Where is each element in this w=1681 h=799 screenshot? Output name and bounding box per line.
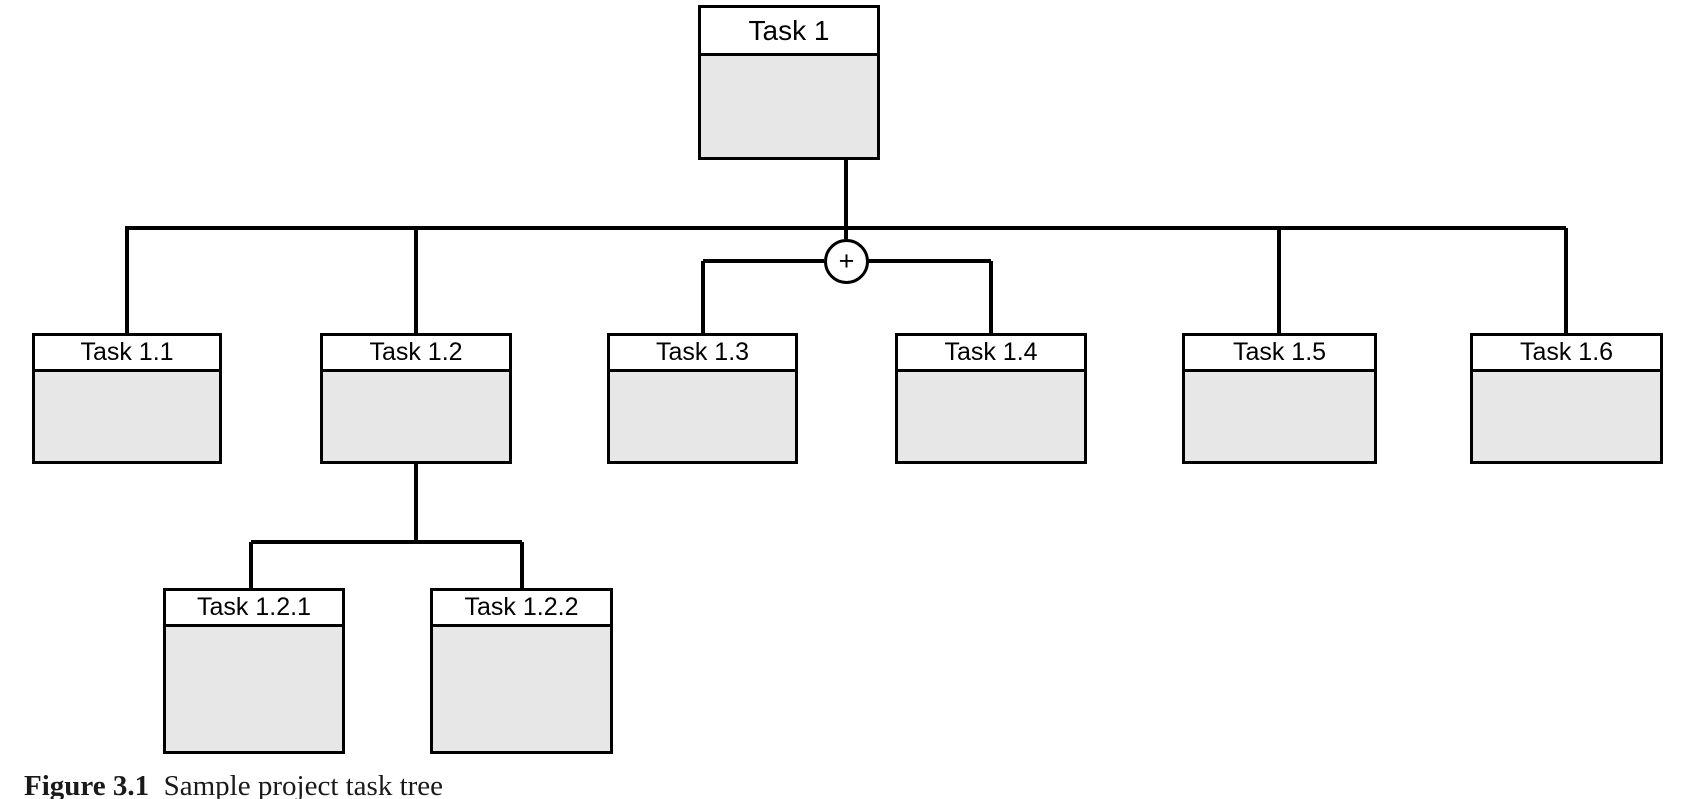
task-node-title: Task 1.3 [610, 336, 795, 372]
task-node-body [166, 627, 342, 751]
task-node-title: Task 1.5 [1185, 336, 1374, 372]
task-node-task-1-4[interactable]: Task 1.4 [895, 333, 1087, 464]
task-node-title: Task 1.4 [898, 336, 1084, 372]
task-node-title: Task 1.2 [323, 336, 509, 372]
task-node-body [323, 372, 509, 461]
task-node-task-1-2-2[interactable]: Task 1.2.2 [430, 588, 613, 754]
task-node-title: Task 1.2.2 [433, 591, 610, 627]
task-node-body [35, 372, 219, 461]
task-node-task-1-5[interactable]: Task 1.5 [1182, 333, 1377, 464]
task-node-body [701, 56, 877, 157]
task-node-task-1[interactable]: Task 1 [698, 5, 880, 160]
task-node-title: Task 1 [701, 8, 877, 56]
task-node-title: Task 1.6 [1473, 336, 1660, 372]
task-node-task-1-3[interactable]: Task 1.3 [607, 333, 798, 464]
task-node-body [610, 372, 795, 461]
task-node-title: Task 1.1 [35, 336, 219, 372]
task-node-body [1473, 372, 1660, 461]
task-node-title: Task 1.2.1 [166, 591, 342, 627]
task-node-body [433, 627, 610, 751]
figure-caption-text: Sample project task tree [163, 770, 444, 799]
task-node-task-1-1[interactable]: Task 1.1 [32, 333, 222, 464]
task-node-body [898, 372, 1084, 461]
task-node-task-1-2-1[interactable]: Task 1.2.1 [163, 588, 345, 754]
task-node-task-1-2[interactable]: Task 1.2 [320, 333, 512, 464]
figure-caption: Figure 3.1 Sample project task tree [24, 770, 1424, 799]
task-node-task-1-6[interactable]: Task 1.6 [1470, 333, 1663, 464]
plus-junction-icon[interactable]: + [824, 239, 869, 284]
task-node-body [1185, 372, 1374, 461]
figure-caption-label: Figure 3.1 [24, 770, 150, 799]
